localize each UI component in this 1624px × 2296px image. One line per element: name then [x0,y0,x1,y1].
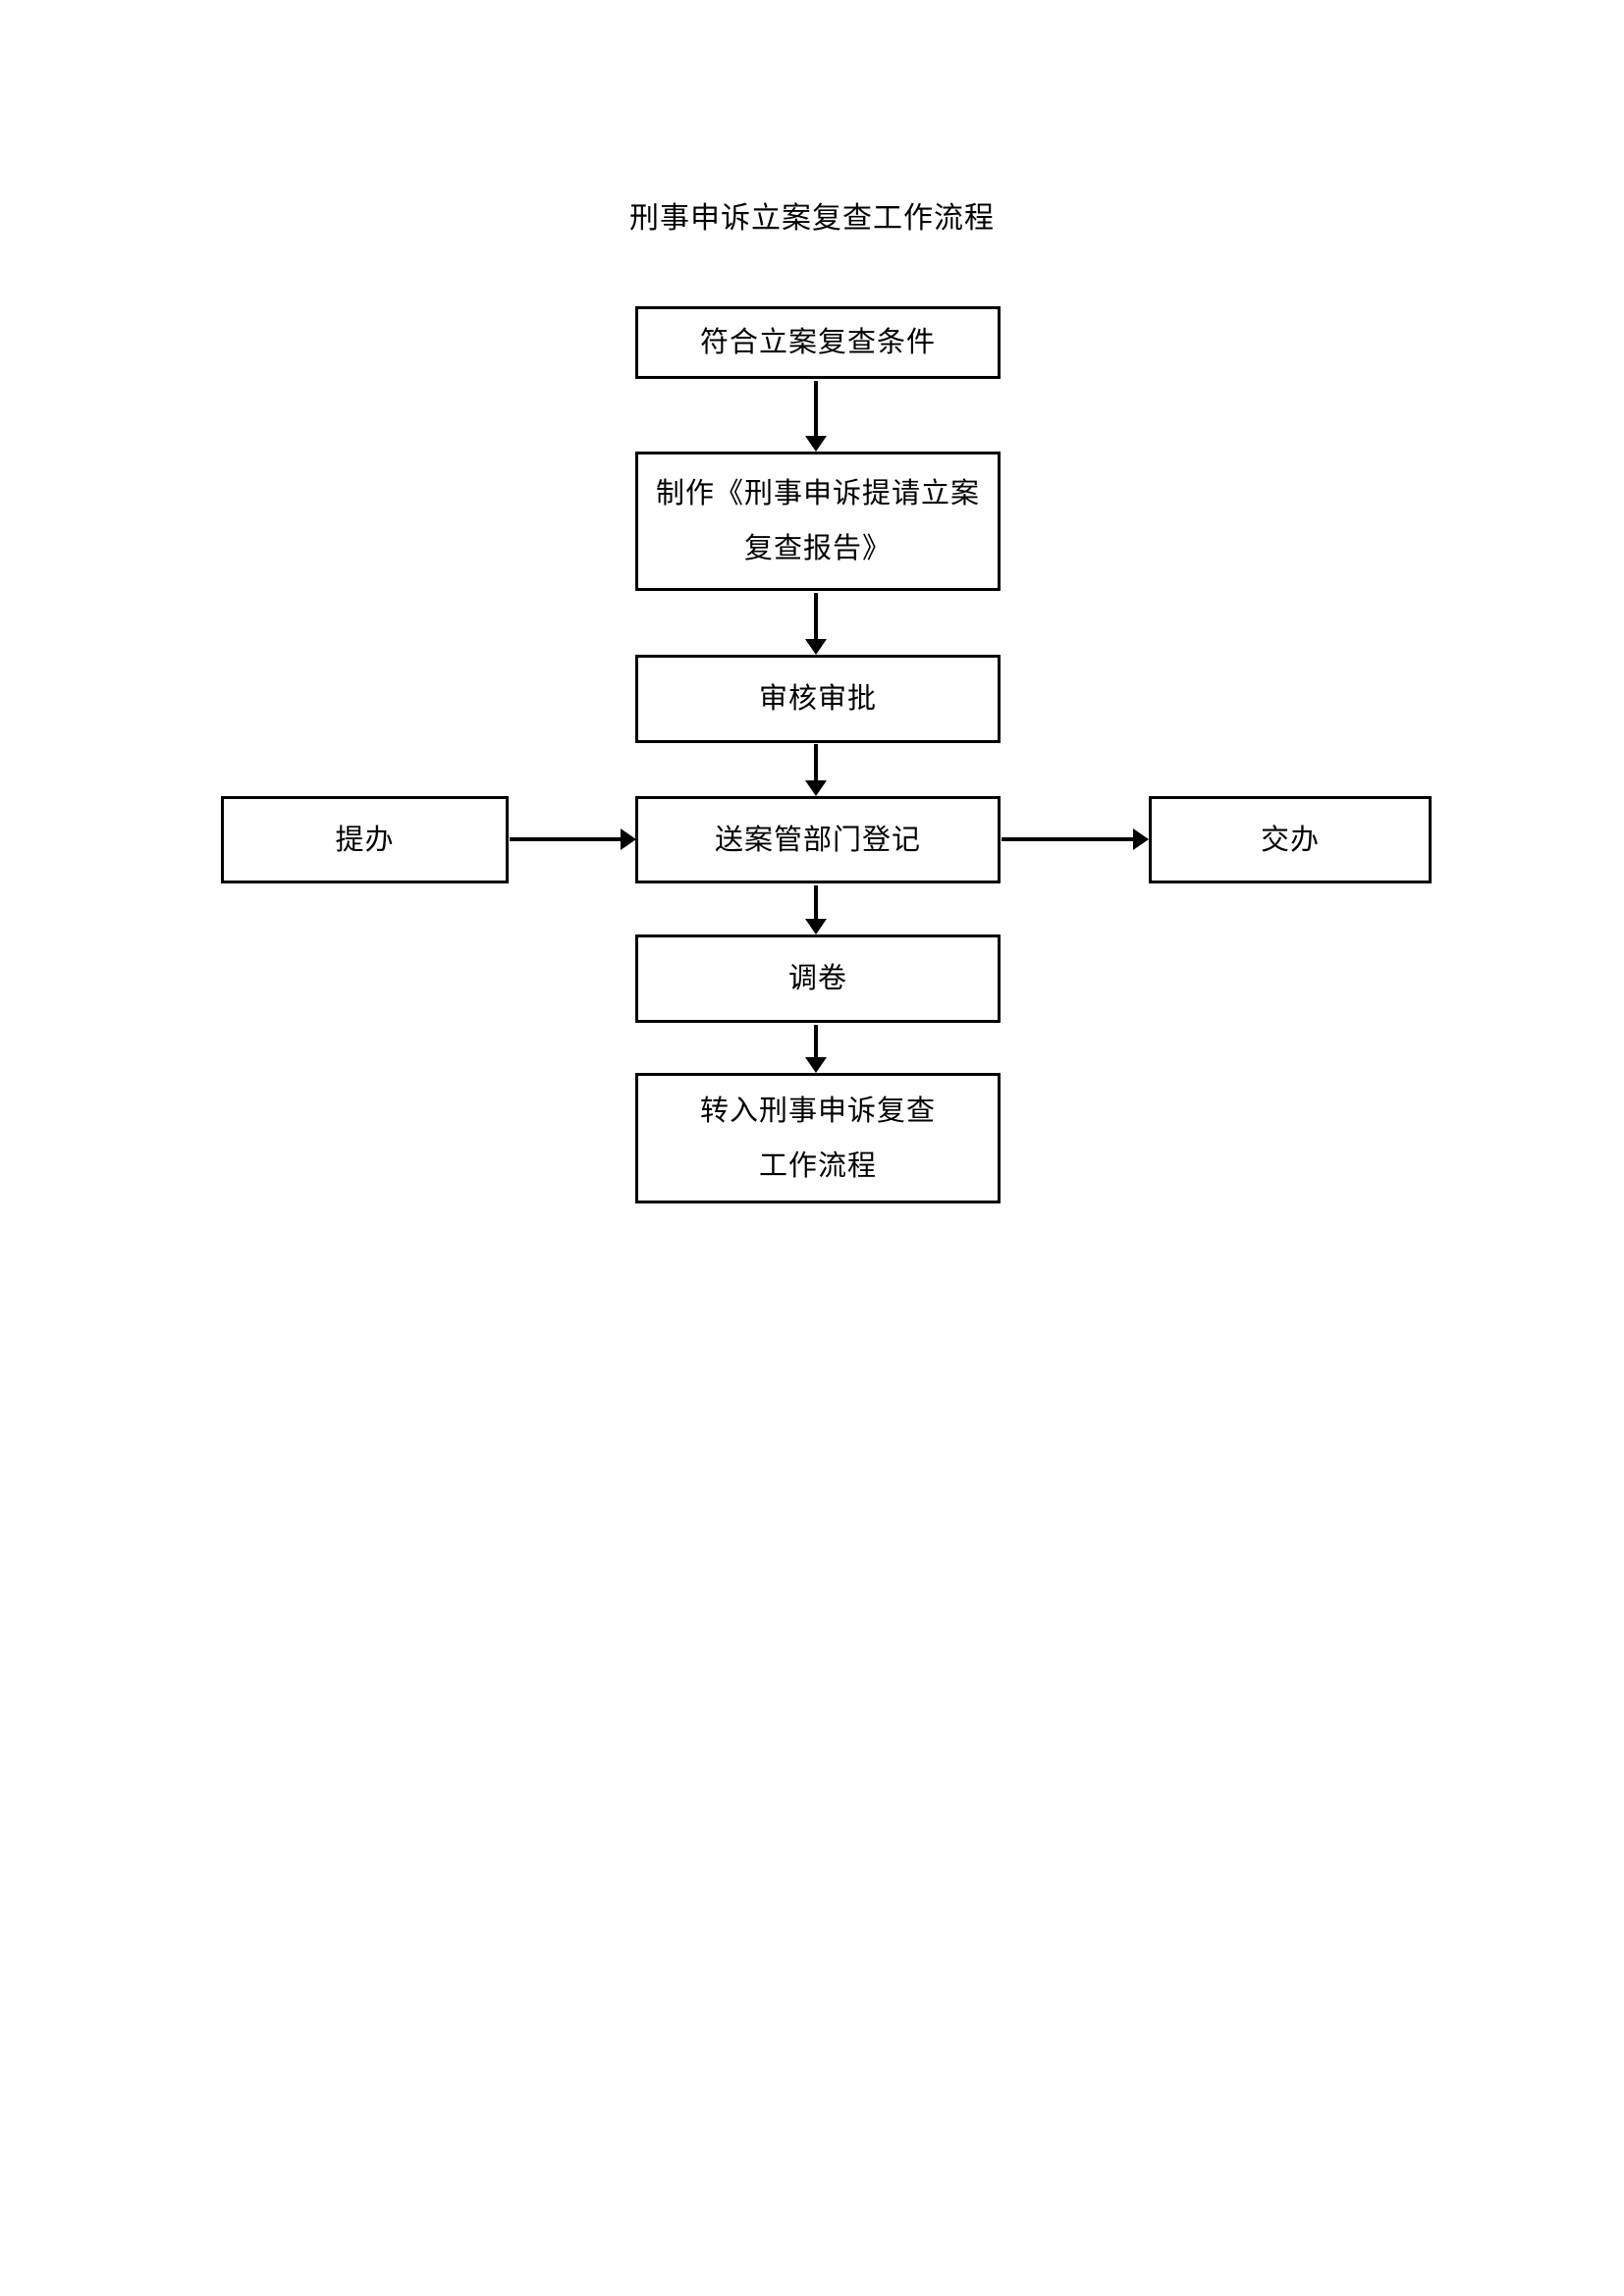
flow-node-tiban-label: 提办 [335,824,395,856]
flow-node-eligible: 符合立案复查条件 [635,306,1001,379]
flow-node-report: 制作《刑事申诉提请立案 复查报告》 [635,452,1001,591]
flow-node-jiaoban-label: 交办 [1260,824,1320,856]
flow-node-register: 送案管部门登记 [635,796,1001,883]
down-arrow-icon-retrieve-to-transfer [814,1025,818,1057]
flow-node-review-label: 审核审批 [758,683,877,715]
flow-node-eligible-label: 符合立案复查条件 [699,327,936,358]
right-arrow-icon-register-to-jiaoban [1001,837,1133,841]
flow-node-report-label: 制作《刑事申诉提请立案 复查报告》 [655,478,980,564]
flow-node-register-label: 送案管部门登记 [714,824,921,856]
flow-node-retrieve-label: 调卷 [787,963,847,994]
right-arrow-icon-tiban-to-register [510,837,621,841]
flow-node-tiban: 提办 [221,796,509,883]
down-arrow-icon-review-to-register [814,744,818,780]
flow-node-transfer: 转入刑事申诉复查 工作流程 [635,1073,1001,1203]
flow-node-retrieve: 调卷 [635,934,1001,1023]
flow-node-jiaoban: 交办 [1149,796,1432,883]
page-title: 刑事申诉立案复查工作流程 [629,202,995,235]
down-arrow-icon-register-to-retrieve [814,885,818,919]
down-arrow-icon-report-to-review [814,593,818,639]
flow-node-review: 审核审批 [635,655,1001,743]
down-arrow-icon-eligible-to-report [814,381,818,436]
flow-node-transfer-label: 转入刑事申诉复查 工作流程 [699,1095,936,1182]
